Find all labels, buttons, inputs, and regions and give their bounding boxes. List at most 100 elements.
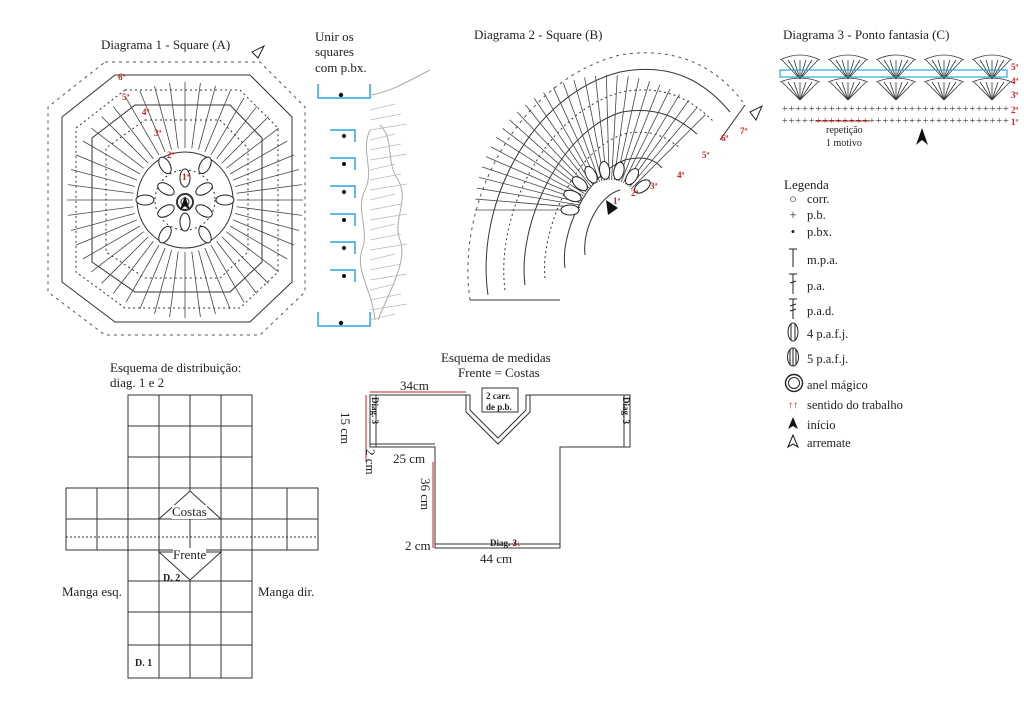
svg-text:+: + xyxy=(970,104,976,115)
legend-item-4pafj: 4 p.a.f.j. xyxy=(784,321,848,347)
neck-label-2: de p.b. xyxy=(486,402,512,412)
svg-text:+: + xyxy=(789,116,795,127)
svg-text:+: + xyxy=(990,104,996,115)
svg-text:+: + xyxy=(983,104,989,115)
svg-text:+: + xyxy=(963,104,969,115)
plus-icon: + xyxy=(789,208,797,222)
d1-round-1: 1ª xyxy=(182,172,190,182)
d2-round-5: 5ª xyxy=(702,150,710,160)
distribution-subtitle: diag. 1 e 2 xyxy=(110,375,165,390)
svg-text:+: + xyxy=(789,104,795,115)
join-note-line1: Unir os xyxy=(315,29,354,44)
d2-finish-icon xyxy=(749,104,763,121)
svg-text:+: + xyxy=(782,104,788,115)
d2-round-3: 3ª xyxy=(650,181,658,191)
neck-label-1: 2 carr. xyxy=(486,391,511,401)
legend-item-magic-ring: anel mágico xyxy=(784,373,868,397)
d3-row-1: 1ª xyxy=(1011,117,1019,127)
distribution-back: Costas xyxy=(172,504,207,519)
d1-round-2: 2ª xyxy=(167,150,175,160)
svg-text:+: + xyxy=(996,116,1002,127)
measure-2cm-bottom: 2 cm xyxy=(405,538,431,553)
d2-start-icon xyxy=(606,200,618,215)
legend-item-corr: ○corr. xyxy=(784,192,829,207)
diagram1-title: Diagrama 1 - Square (A) xyxy=(101,37,231,52)
svg-text:+: + xyxy=(923,104,929,115)
cluster4-icon xyxy=(784,321,802,347)
svg-text:+: + xyxy=(856,104,862,115)
svg-text:+: + xyxy=(943,104,949,115)
svg-text:+: + xyxy=(1003,116,1009,127)
svg-text:+: + xyxy=(782,116,788,127)
d1-round-3: 3ª xyxy=(154,128,162,138)
join-note-line2: squares xyxy=(315,44,354,59)
measure-15cm: 15 cm xyxy=(338,412,353,445)
svg-text:+: + xyxy=(822,104,828,115)
legend-item-mpa: m.p.a. xyxy=(784,248,838,272)
legend-item-finish: arremate xyxy=(784,433,851,452)
d3-row-2: 2ª xyxy=(1011,105,1019,115)
legend-item-pbx: •p.bx. xyxy=(784,225,832,240)
d1-round-5: 5ª xyxy=(122,92,130,102)
measure-34cm: 34cm xyxy=(400,378,429,393)
distribution-left-sleeve: Manga esq. xyxy=(62,584,122,599)
svg-text:+: + xyxy=(889,104,895,115)
svg-text:+: + xyxy=(916,116,922,127)
svg-text:+: + xyxy=(936,104,942,115)
svg-text:+: + xyxy=(990,116,996,127)
dot-icon: • xyxy=(790,225,796,239)
distribution-right-sleeve: Manga dir. xyxy=(258,584,315,599)
svg-text:+: + xyxy=(869,116,875,127)
measures-subtitle: Frente = Costas xyxy=(458,365,540,380)
arrows-icon: ↑↑ xyxy=(788,400,798,411)
svg-text:+: + xyxy=(950,104,956,115)
svg-text:+: + xyxy=(936,116,942,127)
svg-text:+: + xyxy=(883,104,889,115)
svg-text:+: + xyxy=(976,104,982,115)
diag3-right-sleeve-label: Diag. 3 xyxy=(621,397,631,424)
svg-text:+: + xyxy=(836,104,842,115)
distribution-d1: D. 1 xyxy=(135,658,153,669)
svg-text:+: + xyxy=(916,104,922,115)
svg-text:+: + xyxy=(909,104,915,115)
mpa-icon xyxy=(784,248,802,272)
distribution-front: Frente xyxy=(173,547,207,562)
svg-text:+: + xyxy=(963,116,969,127)
svg-text:+: + xyxy=(896,116,902,127)
d3-start-icon xyxy=(916,128,928,145)
svg-text:+: + xyxy=(876,104,882,115)
d3-row-4: 4ª xyxy=(1011,76,1019,86)
svg-text:+: + xyxy=(909,116,915,127)
diagram2-title: Diagrama 2 - Square (B) xyxy=(474,27,603,42)
svg-text:+: + xyxy=(876,116,882,127)
svg-text:+: + xyxy=(816,104,822,115)
measure-36cm: 36 cm xyxy=(418,478,433,511)
magic-ring-icon xyxy=(784,373,804,397)
svg-text:+: + xyxy=(983,116,989,127)
finish-icon xyxy=(784,433,802,452)
svg-text:+: + xyxy=(923,116,929,127)
svg-text:+: + xyxy=(795,116,801,127)
measure-25cm: 25 cm xyxy=(393,451,426,466)
diag3-hem-arrows: ↓↓ xyxy=(512,538,521,548)
svg-text:+: + xyxy=(956,104,962,115)
svg-text:+: + xyxy=(849,104,855,115)
svg-text:+: + xyxy=(976,116,982,127)
svg-text:+: + xyxy=(950,116,956,127)
svg-text:+: + xyxy=(795,104,801,115)
distribution-title: Esquema de distribuição: xyxy=(110,360,242,375)
legend-item-pa: p.a. xyxy=(784,273,825,299)
d3-repeat-label-2: 1 motivo xyxy=(826,138,862,149)
pa-icon xyxy=(784,273,802,299)
svg-text:+: + xyxy=(883,116,889,127)
d3-row-5: 5ª xyxy=(1011,62,1019,72)
svg-text:+: + xyxy=(809,104,815,115)
diag3-hem-label: Diag. 3 xyxy=(490,538,517,548)
start-marker-icon xyxy=(180,196,190,210)
svg-text:+: + xyxy=(970,116,976,127)
legend-title: Legenda xyxy=(784,177,829,192)
legend-item-start: início xyxy=(784,416,835,434)
